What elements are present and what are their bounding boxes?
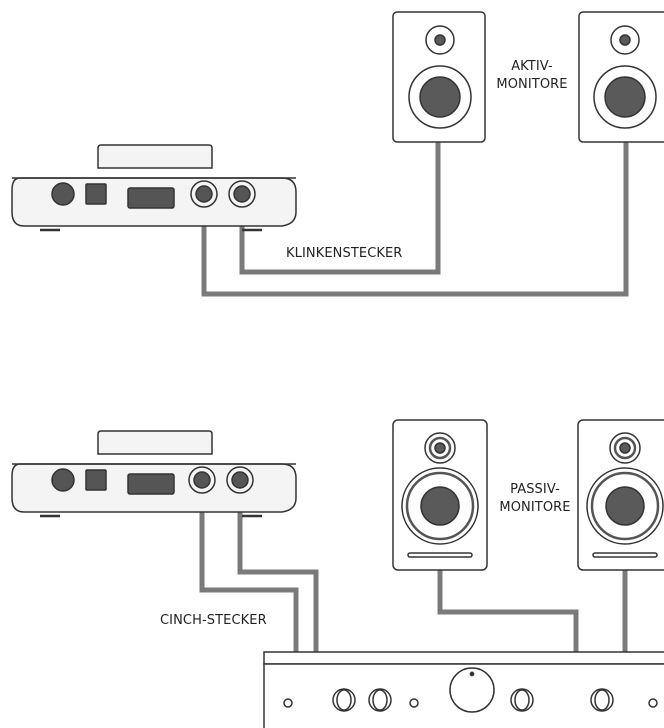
interface-top-lid	[98, 145, 212, 168]
audio-interface-bottom	[12, 431, 296, 516]
interface-top-lid	[98, 431, 212, 454]
audio-interface-top	[12, 145, 296, 230]
hdmi-port-icon	[128, 188, 174, 208]
passive-monitors-label-line1: PASSIV-	[494, 481, 576, 499]
passive-monitor-left	[393, 420, 487, 570]
passive-monitor-right	[578, 420, 664, 570]
power-led-icon	[284, 699, 292, 707]
jack-cable-label: KLINKENSTECKER	[286, 245, 402, 263]
usb-power-port-icon	[52, 183, 74, 205]
active-monitors-label-line1: AKTIV-	[494, 58, 570, 76]
usb-port-icon	[86, 470, 106, 490]
indicator-icon	[410, 699, 418, 707]
active-monitor-left	[393, 12, 485, 142]
active-monitor-right	[579, 12, 664, 142]
speaker-cable-left	[440, 570, 576, 652]
passive-monitors-label: PASSIV- MONITORE	[494, 481, 576, 517]
indicator-icon	[649, 699, 657, 707]
usb-power-port-icon	[52, 469, 74, 491]
active-monitors-label-line2: MONITORE	[494, 76, 570, 94]
passive-monitors-label-line2: MONITORE	[494, 499, 576, 517]
hdmi-port-icon	[128, 474, 174, 494]
amplifier	[264, 652, 664, 728]
usb-port-icon	[86, 184, 106, 204]
rca-cable-label: CINCH-STECKER	[160, 612, 267, 630]
active-monitors-label: AKTIV- MONITORE	[494, 58, 570, 94]
